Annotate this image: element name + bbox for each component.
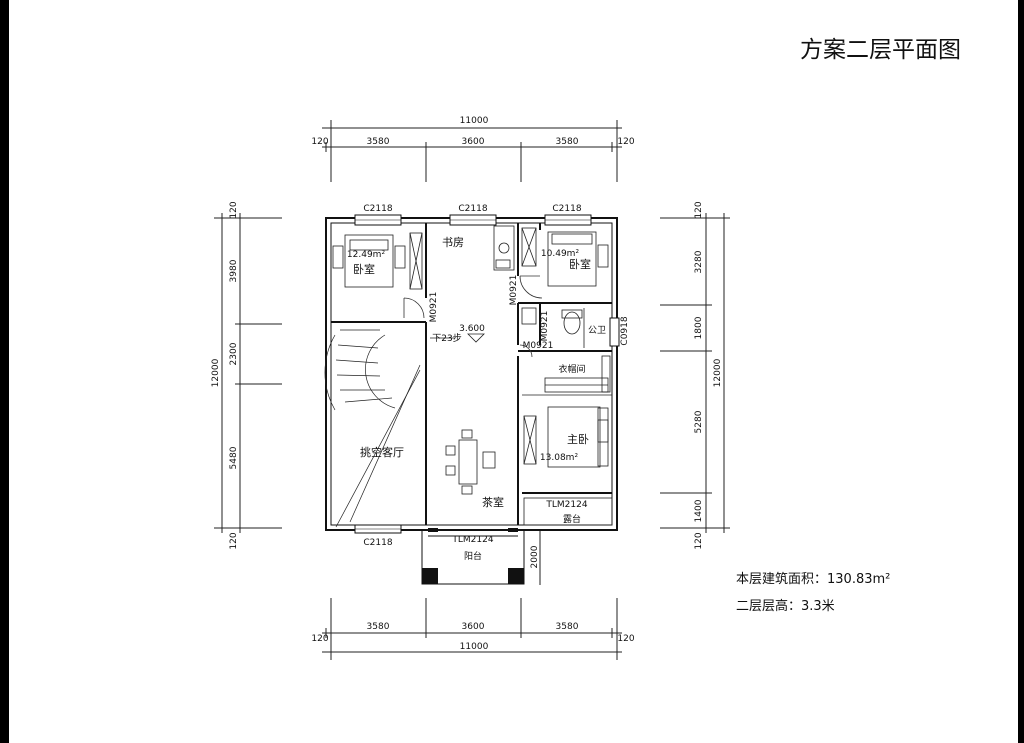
dim-right-3: 1800 — [694, 316, 704, 339]
dim-right-4: 5280 — [694, 410, 704, 433]
label-door-study: M0921 — [509, 275, 519, 306]
dim-left-2: 3980 — [229, 259, 239, 282]
label-door-closet: M0921 — [523, 341, 554, 351]
dim-total-height-right: 12000 — [713, 358, 723, 387]
dim-left-1: 120 — [229, 201, 239, 218]
room-terrace: 露台 — [563, 513, 581, 525]
dim-right-6: 120 — [694, 532, 704, 549]
dim-top-5: 120 — [617, 137, 634, 147]
room-master-area: 13.08m² — [540, 453, 579, 463]
label-window-top-right: C2118 — [552, 204, 581, 214]
right-edge-bar — [1018, 0, 1024, 743]
label-level: 3.600 — [459, 324, 485, 334]
label-door-bath: M0921 — [540, 311, 550, 342]
dim-top-1: 120 — [311, 137, 328, 147]
left-edge-bar — [0, 0, 9, 743]
dim-top-2: 3580 — [367, 137, 390, 147]
label-window-bath: C0918 — [620, 316, 630, 345]
dim-top-4: 3580 — [556, 137, 579, 147]
label-window-top-mid: C2118 — [458, 204, 487, 214]
label-door-bedroom-left: M0921 — [429, 292, 439, 323]
label-stair-steps: 下23步 — [432, 333, 461, 344]
room-bedroom-left: 卧室 — [353, 262, 375, 276]
dim-left-5: 120 — [229, 532, 239, 549]
room-bath: 公卫 — [588, 325, 606, 336]
page-title: 方案二层平面图 — [800, 37, 961, 63]
dim-top-3: 3600 — [462, 137, 485, 147]
label-door-balcony: TLM2124 — [451, 535, 493, 545]
dim-bottom-1: 120 — [311, 634, 328, 644]
label-window-top-left: C2118 — [363, 204, 392, 214]
room-study: 书房 — [442, 236, 464, 249]
dim-bottom-2: 3580 — [367, 622, 390, 632]
label-door-terrace: TLM2124 — [545, 500, 587, 510]
dim-total-width-top: 11000 — [460, 116, 489, 126]
dim-total-width-bottom: 11000 — [460, 642, 489, 652]
dim-total-height-left: 12000 — [211, 358, 221, 387]
dim-right-1: 120 — [694, 201, 704, 218]
room-bedroom-right: 卧室 — [569, 257, 591, 271]
floor-height-note: 二层层高：3.3米 — [736, 599, 835, 614]
dim-left-4: 5480 — [229, 446, 239, 469]
floor-area-note: 本层建筑面积：130.83m² — [736, 572, 891, 587]
room-void-living: 挑空客厅 — [360, 445, 404, 459]
dim-bottom-4: 3580 — [556, 622, 579, 632]
room-closet: 衣帽间 — [558, 363, 585, 375]
dim-right-2: 3280 — [694, 250, 704, 273]
dim-right-5: 1400 — [694, 499, 704, 522]
dim-bottom-3: 3600 — [462, 622, 485, 632]
dim-left-3: 2300 — [229, 342, 239, 365]
dim-bottom-5: 120 — [617, 634, 634, 644]
room-bedroom-right-area: 10.49m² — [541, 249, 580, 259]
room-bedroom-left-area: 12.49m² — [347, 250, 386, 260]
room-balcony: 阳台 — [464, 550, 482, 562]
room-tea: 茶室 — [482, 495, 504, 509]
dim-balcony-depth: 2000 — [530, 545, 540, 568]
room-master: 主卧 — [567, 433, 589, 446]
label-window-bottom-left: C2118 — [363, 538, 392, 548]
